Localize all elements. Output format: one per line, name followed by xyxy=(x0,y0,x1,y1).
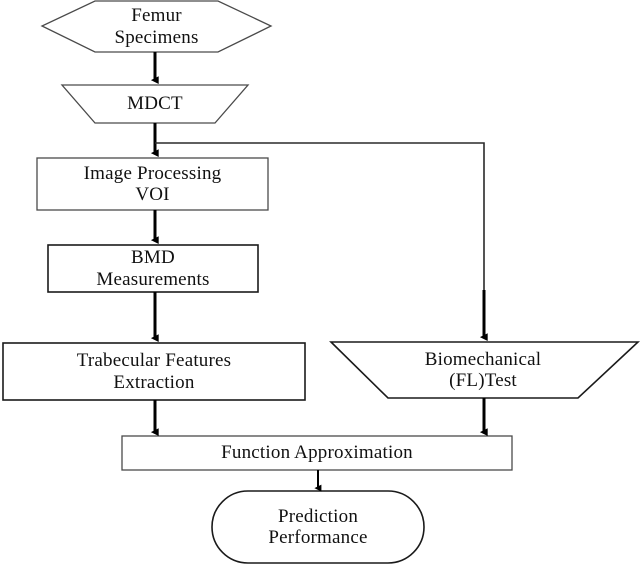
node-prediction-performance[interactable] xyxy=(211,490,425,564)
node-mdct[interactable] xyxy=(60,84,250,124)
edge-mdct-branch-to-biomechanical xyxy=(155,142,485,300)
node-biomechanical-test[interactable] xyxy=(329,341,640,399)
node-trabecular-features[interactable] xyxy=(2,342,306,401)
node-image-processing[interactable] xyxy=(36,157,269,211)
node-function-approximation[interactable] xyxy=(121,435,513,471)
node-bmd-measurements[interactable] xyxy=(47,244,259,293)
node-femur-specimens[interactable] xyxy=(40,0,273,53)
